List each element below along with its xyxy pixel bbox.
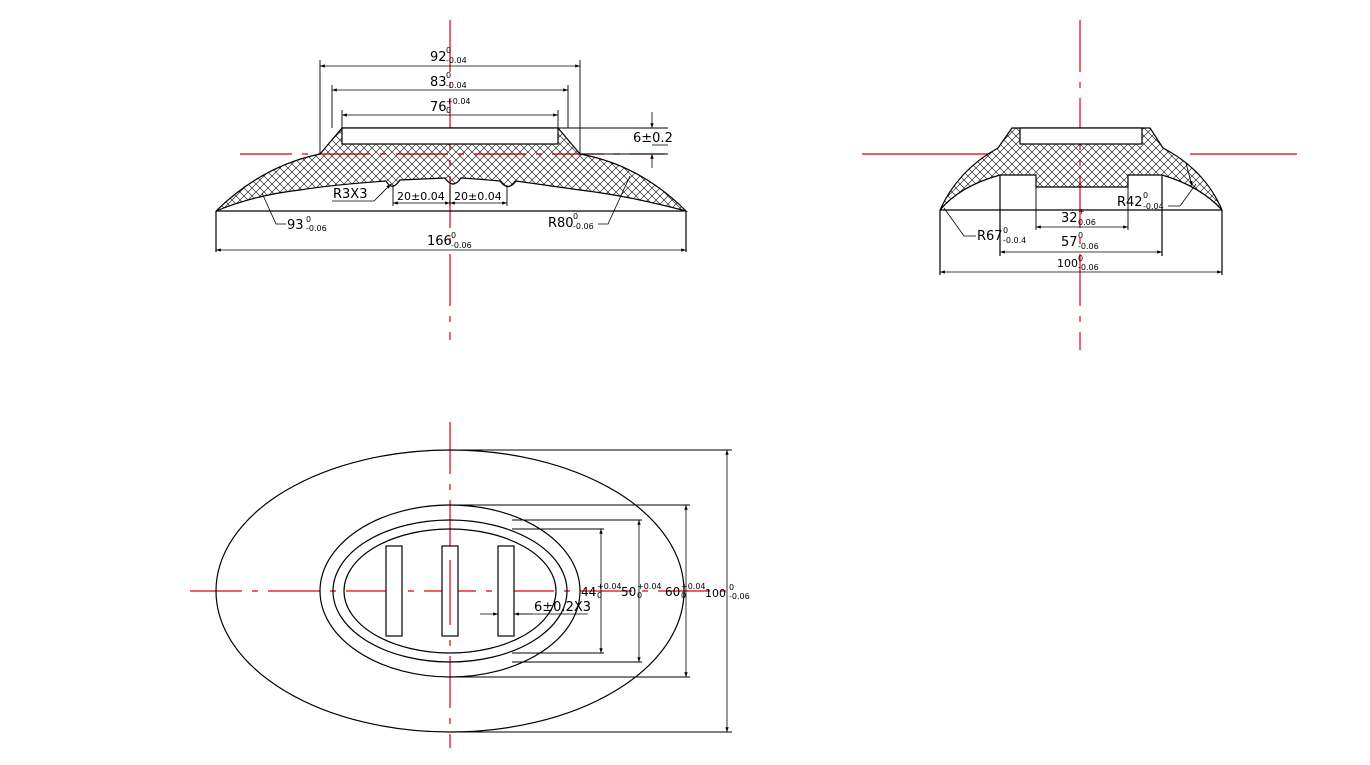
label-100-section-upper: 0 bbox=[1078, 254, 1083, 263]
label-166-lower: -0.06 bbox=[451, 241, 472, 250]
label-r42: R42 bbox=[1117, 195, 1143, 210]
label-50-lower: 0 bbox=[637, 591, 642, 600]
label-r80-upper: 0 bbox=[573, 212, 578, 221]
label-57-lower: -0.06 bbox=[1078, 242, 1099, 251]
label-50: 50 bbox=[621, 585, 636, 599]
label-83-lower: -0.04 bbox=[446, 81, 467, 90]
label-93-lower: -0.06 bbox=[306, 224, 327, 233]
leader-r3 bbox=[373, 183, 392, 202]
section-view: 32 + 0.06 R42 0 -0.04 R67 0 -0.0.4 57 0 … bbox=[862, 20, 1297, 350]
top-view: 44 +0.04 0 50 +0.04 0 60 +0.04 0 100 0 -… bbox=[190, 422, 750, 748]
side-view: 92 0 -0.04 83 0 -0.04 76 +0.04 0 6±0.2 R… bbox=[215, 20, 689, 340]
label-20a: 20±0.04 bbox=[397, 190, 445, 203]
side-top-recess bbox=[341, 127, 559, 145]
leader-r80 bbox=[598, 175, 631, 225]
label-100-top: 100 bbox=[705, 587, 726, 600]
label-44-lower: 0 bbox=[597, 591, 602, 600]
ellipse-44 bbox=[343, 528, 557, 654]
label-76-lower: 0 bbox=[446, 106, 451, 115]
label-83-upper: 0 bbox=[446, 71, 451, 80]
label-92-lower: -0.04 bbox=[446, 56, 467, 65]
label-r42-upper: 0 bbox=[1143, 191, 1148, 200]
leader-93 bbox=[261, 192, 286, 225]
label-r67-lower: -0.0.4 bbox=[1003, 236, 1026, 245]
leader-r42 bbox=[1168, 183, 1197, 207]
side-hatched-body bbox=[215, 127, 689, 213]
label-166: 166 bbox=[427, 234, 452, 249]
label-44-upper: +0.04 bbox=[597, 582, 622, 591]
label-60: 60 bbox=[665, 585, 680, 599]
ellipse-50 bbox=[332, 519, 568, 663]
label-r67-upper: 0 bbox=[1003, 226, 1008, 235]
label-6: 6±0.2 bbox=[633, 131, 673, 146]
label-57-upper: 0 bbox=[1078, 231, 1083, 240]
label-50-upper: +0.04 bbox=[637, 582, 662, 591]
label-76-upper: +0.04 bbox=[446, 97, 471, 106]
label-100-section-lower: -0.06 bbox=[1078, 263, 1099, 272]
label-100-top-lower: -0.06 bbox=[729, 592, 750, 601]
section-top-recess bbox=[1019, 127, 1143, 145]
label-44: 44 bbox=[581, 585, 596, 599]
label-r42-lower: -0.04 bbox=[1143, 202, 1164, 211]
label-60-upper: +0.04 bbox=[681, 582, 706, 591]
label-r80: R80 bbox=[548, 216, 574, 231]
label-92: 92 bbox=[430, 50, 447, 65]
label-93: 93 bbox=[287, 218, 304, 233]
label-83: 83 bbox=[430, 75, 447, 90]
leader-r67 bbox=[943, 207, 976, 237]
label-r80-lower: -0.06 bbox=[573, 222, 594, 231]
label-32: 32 bbox=[1061, 211, 1078, 226]
label-r67: R67 bbox=[977, 229, 1003, 244]
slot-left bbox=[385, 545, 403, 637]
label-57: 57 bbox=[1061, 235, 1078, 250]
label-76: 76 bbox=[430, 100, 447, 115]
slot-right bbox=[497, 545, 515, 637]
label-32-lower: 0.06 bbox=[1078, 218, 1096, 227]
label-20b: 20±0.04 bbox=[454, 190, 502, 203]
label-93-upper: 0 bbox=[306, 215, 311, 224]
leader-r42-arrow bbox=[1185, 162, 1193, 187]
label-100-top-upper: 0 bbox=[729, 583, 734, 592]
label-60-lower: 0 bbox=[681, 591, 686, 600]
label-slot: 6±0.2X3 bbox=[534, 600, 591, 615]
label-32-upper: + bbox=[1078, 207, 1085, 216]
label-100-section: 100 bbox=[1057, 257, 1078, 270]
label-166-upper: 0 bbox=[451, 231, 456, 240]
label-92-upper: 0 bbox=[446, 46, 451, 55]
label-r3x3: R3X3 bbox=[333, 187, 367, 202]
